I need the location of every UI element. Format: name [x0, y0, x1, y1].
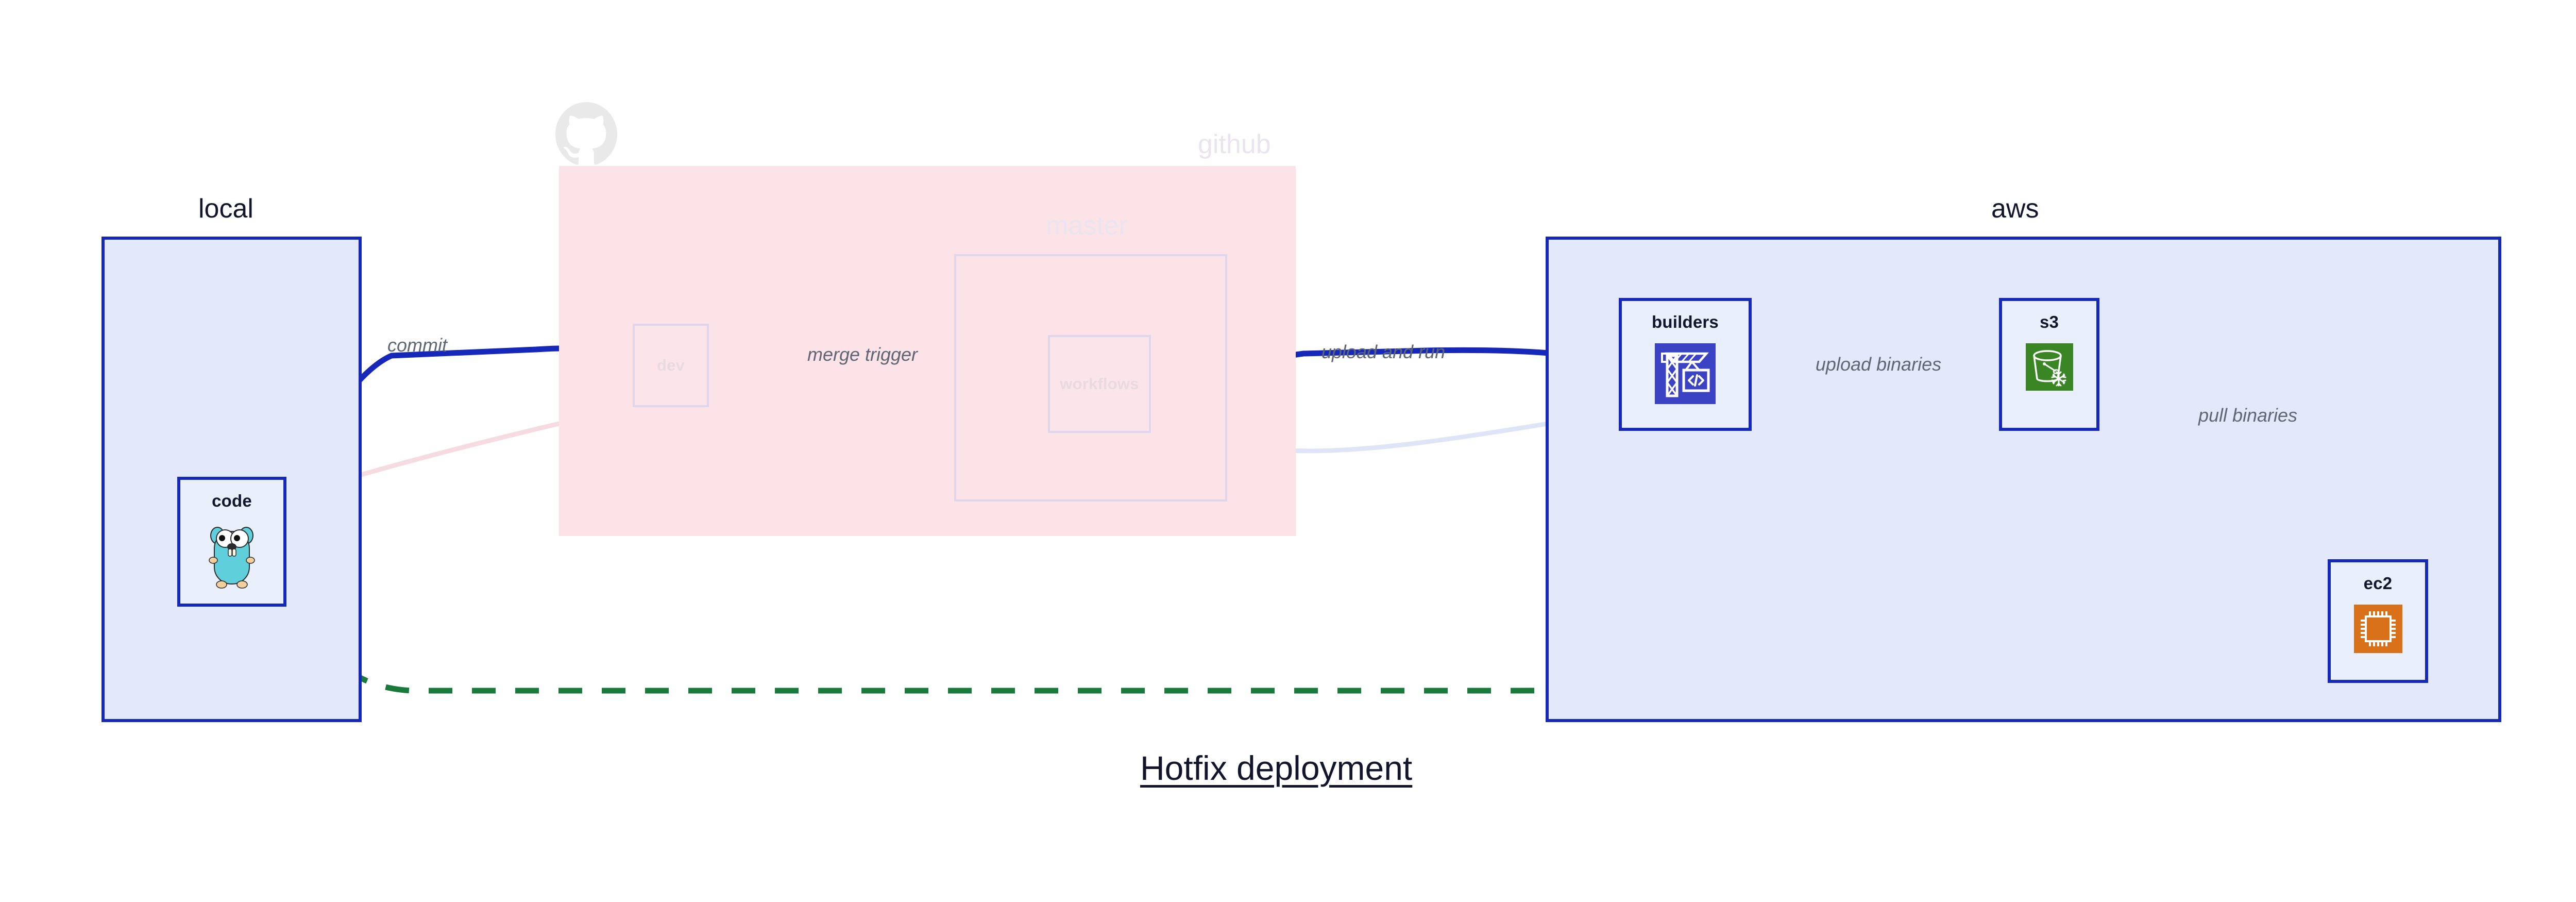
node-dev[interactable]: dev	[633, 324, 709, 407]
edge-label-upload-binaries: upload binaries	[1815, 354, 1942, 375]
node-workflows[interactable]: workflows	[1048, 335, 1151, 433]
node-code[interactable]: code	[177, 477, 286, 607]
node-builders-label: builders	[1652, 312, 1719, 331]
group-title-master: master	[1046, 211, 1128, 241]
node-s3-label: s3	[2039, 312, 2059, 331]
edge-label-merge-trigger: merge trigger	[807, 344, 918, 365]
node-s3[interactable]: s3	[1999, 298, 2099, 431]
node-code-label: code	[212, 491, 252, 510]
group-github	[559, 166, 1296, 536]
diagram-title: Hotfix deployment	[1140, 749, 1413, 787]
go-gopher-icon	[203, 522, 261, 593]
edge-label-commit: commit	[387, 335, 447, 356]
node-dev-label: dev	[656, 356, 685, 374]
group-master	[954, 254, 1227, 502]
edge-label-pull-binaries: pull binaries	[2198, 405, 2298, 426]
node-workflows-label: workflows	[1060, 375, 1139, 393]
crane-code-icon	[1655, 343, 1716, 407]
group-title-aws: aws	[1991, 194, 2039, 224]
github-octocat-icon	[555, 102, 617, 166]
node-builders[interactable]: builders	[1619, 298, 1752, 431]
group-title-github: github	[1198, 129, 1271, 159]
group-title-local: local	[198, 194, 253, 224]
node-ec2-label: ec2	[2363, 574, 2393, 593]
cpu-chip-icon	[2353, 605, 2402, 656]
node-ec2[interactable]: ec2	[2328, 559, 2428, 683]
edge-label-upload-and-run: upload and run	[1321, 341, 1446, 362]
s3-bucket-icon	[2025, 343, 2073, 393]
